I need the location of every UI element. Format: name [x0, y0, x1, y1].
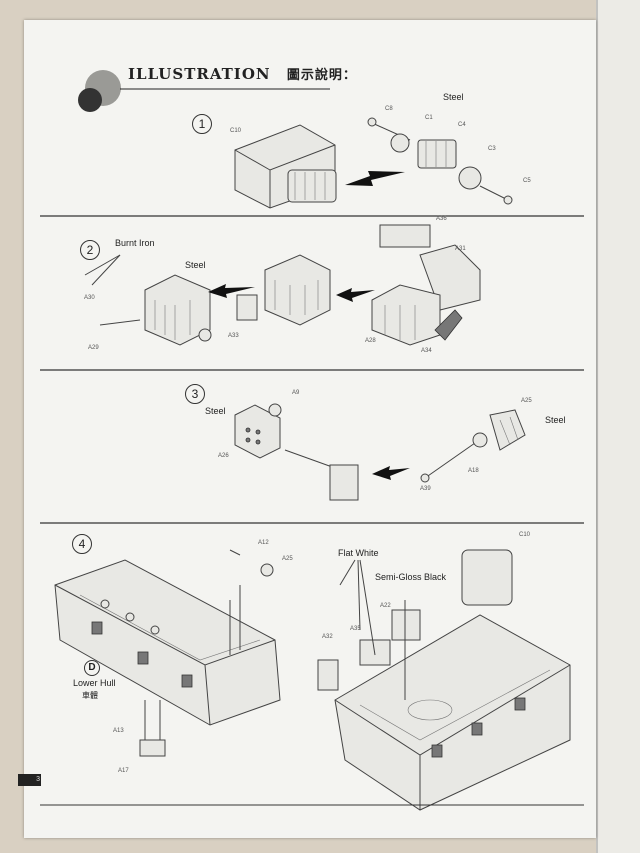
part-label: A31 [455, 246, 466, 252]
part-label: A36 [436, 216, 447, 222]
part-label: A25 [521, 398, 532, 404]
part-label: C10 [230, 128, 242, 134]
part-label: A29 [88, 345, 99, 351]
part-label: A12 [258, 540, 269, 546]
part-label: C8 [385, 106, 393, 112]
part-label: C4 [458, 122, 466, 128]
illustration-header: ILLUSTRATION 圖示說明： [128, 64, 357, 83]
part-label: A33 [228, 333, 239, 339]
part-label: A22 [380, 603, 391, 609]
step-1-number: 1 [192, 114, 212, 134]
part-label: A25 [282, 556, 293, 562]
lower-hull-label-cn: 車體 [82, 691, 98, 700]
step2-callout-steel: Steel [185, 260, 206, 270]
part-label: A30 [84, 295, 95, 301]
part-label: A9 [292, 390, 300, 396]
step2-callout-burnt-iron: Burnt Iron [115, 238, 155, 248]
header-title-cn: 圖示說明： [286, 68, 357, 83]
part-label: C3 [488, 146, 496, 152]
header-title: ILLUSTRATION [128, 65, 271, 83]
part-label: A13 [113, 728, 124, 734]
step-2-number: 2 [80, 240, 100, 260]
step-2-drawing [84, 224, 481, 346]
step-3-number: 3 [185, 384, 205, 404]
part-label: C1 [425, 115, 433, 121]
step-4-drawing [54, 549, 571, 811]
step4-callout-semi-gloss-black: Semi-Gloss Black [375, 572, 447, 582]
part-label: A35 [350, 626, 361, 632]
part-label: A39 [420, 486, 431, 492]
step-1-drawing [234, 117, 513, 209]
part-label: A32 [322, 634, 333, 640]
step-4-number: 4 [72, 534, 92, 554]
arrow-step2a [208, 284, 255, 298]
arrow-step1 [345, 171, 405, 186]
arrow-step3 [372, 466, 410, 480]
part-label: A17 [118, 768, 129, 774]
page-number: 3 [18, 774, 41, 786]
header-ornament [78, 70, 330, 112]
part-label: A34 [421, 348, 432, 354]
step3-callout-steel-left: Steel [205, 406, 226, 416]
part-label: C5 [523, 178, 531, 184]
lower-hull-letter: D [84, 660, 100, 676]
part-label: A18 [468, 468, 479, 474]
part-label: A28 [365, 338, 376, 344]
arrow-step2b [336, 288, 375, 302]
part-label: A26 [218, 453, 229, 459]
step3-callout-steel-right: Steel [545, 415, 566, 425]
step4-callout-flat-white: Flat White [338, 548, 379, 558]
part-label: C10 [519, 532, 531, 538]
lower-hull-label: Lower Hull [73, 678, 116, 688]
step-3-drawing [234, 403, 526, 501]
step1-callout-steel: Steel [443, 92, 464, 102]
